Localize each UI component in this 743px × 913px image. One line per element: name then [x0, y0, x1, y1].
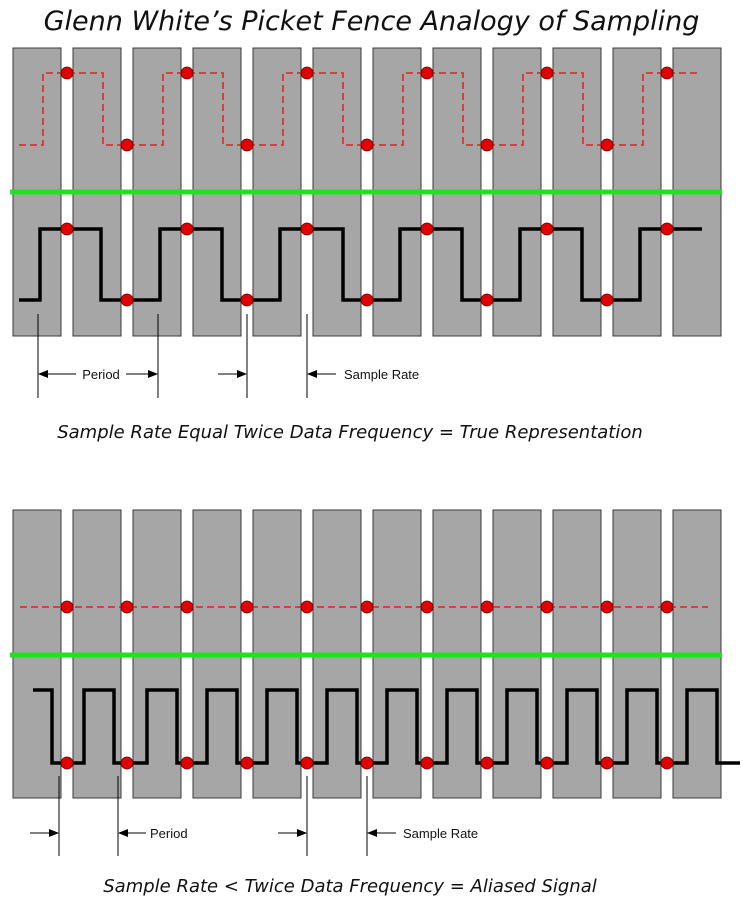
top-sampled-point — [480, 138, 494, 152]
bottom-data-signal-square-wave — [33, 688, 740, 765]
top-data-sample-point — [300, 222, 314, 236]
top-data-sample-point — [660, 222, 674, 236]
top-sample-points — [60, 66, 674, 307]
top-sampled-point — [120, 138, 134, 152]
top-data-sample-point — [420, 222, 434, 236]
bottom-sampled-point — [240, 600, 254, 614]
top-sample-rate-marker: Sample Rate — [218, 367, 419, 382]
bottom-sampled-point — [420, 600, 434, 614]
top-data-sample-point — [480, 293, 494, 307]
bottom-data-sample-point — [600, 756, 614, 770]
bottom-sampled-point — [540, 600, 554, 614]
bottom-data-sample-point — [660, 756, 674, 770]
top-period-marker: Period — [38, 367, 158, 382]
top-data-sample-point — [60, 222, 74, 236]
bottom-data-sample-point — [360, 756, 374, 770]
top-sample-rate-label: Sample Rate — [344, 367, 419, 382]
top-data-sample-point — [540, 222, 554, 236]
bottom-data-sample-point — [480, 756, 494, 770]
bottom-period-marker: Period — [30, 826, 188, 841]
bottom-data-sample-point — [540, 756, 554, 770]
top-sampled-point — [180, 66, 194, 80]
bottom-sampled-point — [120, 600, 134, 614]
bottom-sampled-point — [300, 600, 314, 614]
bottom-sampled-point — [480, 600, 494, 614]
bottom-data-sample-point — [180, 756, 194, 770]
top-data-sample-point — [180, 222, 194, 236]
bottom-data-sample-point — [60, 756, 74, 770]
top-data-sample-point — [240, 293, 254, 307]
top-sampled-point — [660, 66, 674, 80]
top-sampled-point — [300, 66, 314, 80]
top-data-sample-point — [120, 293, 134, 307]
top-sampled-point — [240, 138, 254, 152]
bottom-sampled-point — [660, 600, 674, 614]
bottom-data-sample-point — [240, 756, 254, 770]
top-data-sample-point — [600, 293, 614, 307]
bottom-caption: Sample Rate < Twice Data Frequency = Ali… — [103, 876, 597, 897]
bottom-sampled-point — [600, 600, 614, 614]
bottom-sampled-point — [360, 600, 374, 614]
bottom-sampled-point — [60, 600, 74, 614]
bottom-sampled-point — [180, 600, 194, 614]
bottom-data-sample-point — [300, 756, 314, 770]
top-period-label: Period — [82, 367, 120, 382]
bottom-period-label: Period — [150, 826, 188, 841]
top-sampled-point — [600, 138, 614, 152]
top-dimension-lines — [37, 314, 308, 398]
bottom-sample-rate-marker: Sample Rate — [278, 826, 478, 841]
bottom-data-sample-point — [120, 756, 134, 770]
top-data-signal-square-wave — [19, 227, 702, 302]
top-sampled-point — [420, 66, 434, 80]
bottom-sample-points — [60, 600, 674, 770]
bottom-dimension-lines — [58, 776, 368, 856]
page-title: Glenn White’s Picket Fence Analogy of Sa… — [43, 6, 700, 37]
top-sampled-point — [60, 66, 74, 80]
bottom-sample-rate-label: Sample Rate — [403, 826, 478, 841]
top-sampled-point — [360, 138, 374, 152]
top-caption: Sample Rate Equal Twice Data Frequency =… — [57, 422, 643, 443]
top-sampled-signal-dashed — [19, 72, 697, 146]
bottom-data-sample-point — [420, 756, 434, 770]
top-data-sample-point — [360, 293, 374, 307]
top-sampled-point — [540, 66, 554, 80]
